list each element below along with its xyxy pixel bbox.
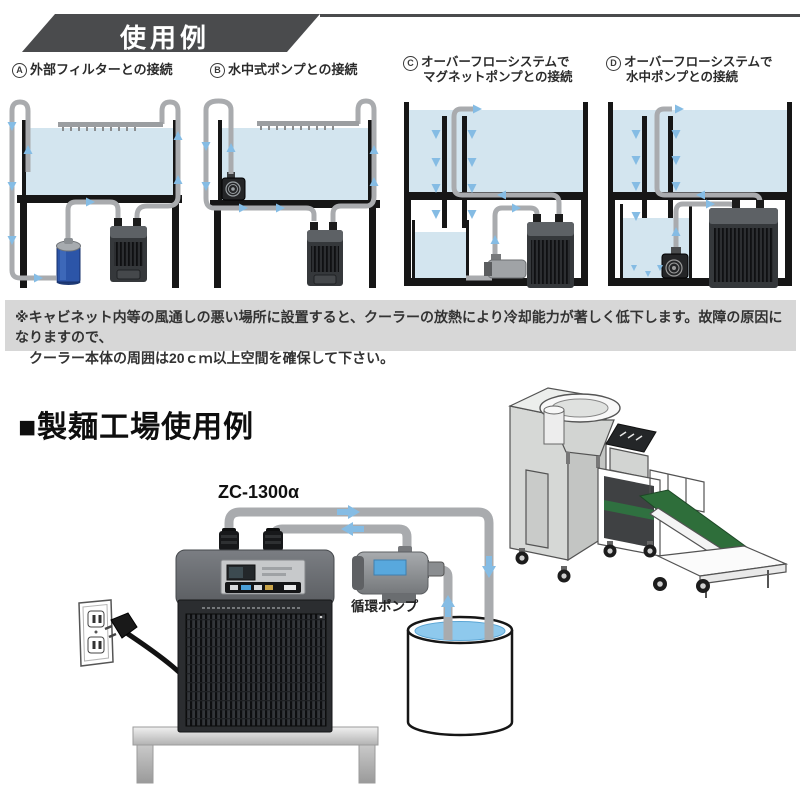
example-label-b: B 水中式ポンプとの接続	[210, 62, 357, 78]
circulation-pump	[352, 546, 445, 603]
section-heading: ■製麺工場使用例	[18, 411, 255, 444]
stand-leg	[172, 203, 179, 288]
overflow-standpipes	[642, 116, 673, 228]
example-c-text-1: オーバーフローシステムで	[421, 55, 570, 69]
chiller-unit	[110, 218, 147, 282]
header-rule-line	[320, 14, 800, 17]
diagram-external-filter	[7, 99, 183, 288]
chiller-unit	[709, 200, 778, 288]
chiller-stand	[132, 726, 379, 784]
hose-connector	[219, 528, 239, 551]
spray-bar	[58, 122, 163, 127]
pipes	[451, 106, 562, 281]
chiller-main-unit	[175, 528, 335, 733]
example-label-a: A 外部フィルターとの接続	[12, 62, 173, 78]
cabinet-wall	[404, 192, 411, 286]
cabinet-floor	[404, 278, 588, 286]
power-plug	[104, 612, 138, 639]
diagram-overflow-submersible-pump	[608, 102, 792, 288]
hose-connector	[263, 528, 283, 551]
cabinet-floor	[608, 278, 792, 286]
example-label-c: C オーバーフローシステムで マグネットポンプとの接続	[403, 55, 573, 85]
circled-letter-c: C	[403, 56, 418, 71]
model-label: ZC-1300α	[218, 482, 299, 502]
circled-letter-a: A	[12, 63, 27, 78]
example-label-d: D オーバーフローシステムで 水中ポンプとの接続	[606, 55, 773, 85]
tank-water-surface	[414, 621, 506, 641]
example-d-text-1: オーバーフローシステムで	[624, 55, 773, 69]
example-b-text: 水中式ポンプとの接続	[228, 62, 358, 77]
diagram-overflow-magnet-pump	[404, 102, 588, 288]
caution-line-2: クーラー本体の周囲は20ｃｍ以上空間を確保して下さい。	[29, 349, 395, 366]
circled-letter-b: B	[210, 63, 225, 78]
pump-label: 循環ポンプ	[351, 598, 419, 614]
flow-arrows	[431, 104, 521, 244]
cabinet-wall	[581, 192, 588, 286]
magnet-pump	[484, 254, 527, 279]
diagram-submersible-pump	[201, 98, 380, 288]
example-d-text-2: 水中ポンプとの接続	[626, 70, 739, 84]
chiller-unit	[307, 222, 343, 286]
flow-arrows	[631, 104, 715, 277]
submersible-pump	[221, 172, 246, 201]
overflow-standpipes	[442, 116, 467, 228]
cabinet-wall	[608, 192, 615, 286]
external-filter	[56, 238, 81, 285]
caution-line-1: ※キャビネット内等の風通しの悪い場所に設置すると、クーラーの放熱により冷却能力が…	[15, 309, 783, 346]
example-c-text-2: マグネットポンプとの接続	[423, 70, 573, 84]
front-grille	[185, 613, 327, 727]
control-panel	[220, 559, 306, 595]
spray-bar	[257, 121, 359, 126]
caster-wheels	[515, 541, 710, 593]
chiller-unit	[527, 214, 574, 288]
flow-arrows	[201, 142, 379, 213]
circled-letter-d: D	[606, 56, 621, 71]
output-tray-cart	[655, 545, 789, 598]
flow-arrows	[337, 505, 496, 617]
control-console	[605, 423, 657, 479]
sump-tank	[412, 220, 469, 278]
flow-arrows	[7, 122, 183, 283]
example-a-text: 外部フィルターとの接続	[30, 62, 173, 77]
conveyor-frame	[597, 467, 705, 557]
noodle-machine	[508, 387, 789, 598]
water-tank	[406, 615, 514, 737]
pump-label-plate	[373, 559, 407, 576]
aquarium-tank	[210, 120, 380, 288]
stand-leg	[20, 203, 27, 288]
caution-note: ※キャビネット内等の風通しの悪い場所に設置すると、クーラーの放熱により冷却能力が…	[5, 300, 796, 366]
aquarium-tank	[17, 120, 182, 288]
cabinet-wall	[785, 192, 792, 286]
mixer-bowl	[539, 393, 621, 468]
stand-leg	[214, 208, 221, 288]
stand-leg	[369, 208, 376, 288]
wall-outlet	[78, 599, 114, 667]
page-title: 使用例	[119, 23, 210, 53]
pipes	[203, 98, 377, 222]
